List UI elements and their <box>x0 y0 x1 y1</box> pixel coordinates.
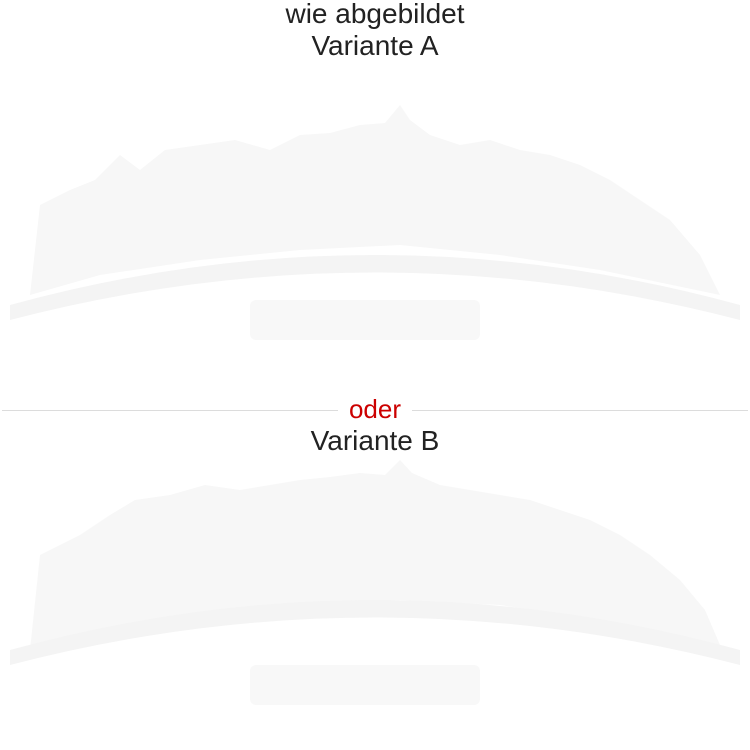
variant-b-mountain-ridge <box>30 460 720 650</box>
divider-gap <box>338 404 412 416</box>
variant-a-text-plate <box>250 300 480 340</box>
variant-a-arc-band <box>10 255 740 320</box>
or-separator-label: oder <box>348 394 402 424</box>
variant-b-arc-band <box>10 600 740 665</box>
variant-b-text-plate <box>250 665 480 705</box>
variant-b-mountain-silhouette-icon <box>10 460 740 705</box>
variant-a-label: Variante A <box>311 30 439 61</box>
variant-b-label: Variante B <box>310 425 440 456</box>
variant-a-mountain-silhouette-icon <box>10 105 740 340</box>
variant-a-mountain-ridge <box>30 105 720 295</box>
caption-text: wie abgebildet <box>285 0 465 29</box>
